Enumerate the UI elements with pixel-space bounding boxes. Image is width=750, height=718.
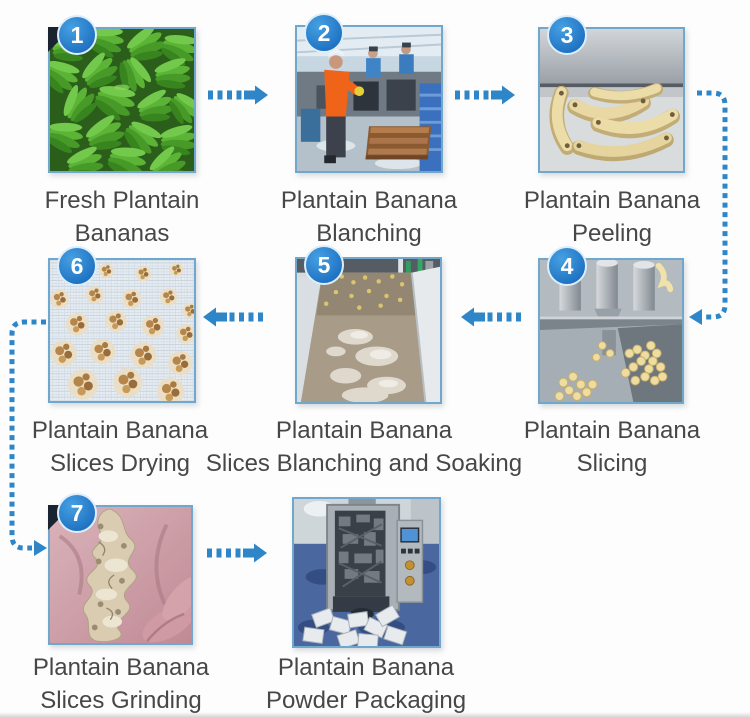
caption-line: Plantain Banana: [523, 187, 701, 214]
dashed-arrow-left-icon: [461, 307, 523, 327]
worker-back-1: [366, 46, 381, 78]
peeled-plantains-photo: [540, 29, 683, 171]
step-3-image: 3: [538, 15, 685, 173]
flow-connector-down-icon: [2, 310, 54, 560]
step-1-caption: Fresh Plantain Bananas: [45, 184, 200, 250]
step-8-caption: Plantain Banana Powder Packaging: [266, 651, 466, 717]
wooden-pallet: [365, 126, 432, 160]
dashed-arrow-right-icon: [453, 85, 515, 105]
dashed-arrow-right-icon: [205, 543, 267, 563]
step-2-image: 2: [295, 13, 443, 173]
worker-back-2: [399, 42, 414, 74]
flow-connector-down-icon: [686, 80, 736, 326]
blanching-soaking-tank-photo: [297, 259, 440, 402]
step-4-image: 4: [538, 246, 684, 404]
ground-paste-in-hand-photo: [50, 507, 191, 643]
step-number-badge: 1: [57, 15, 97, 55]
caption-line: Slices Grinding: [40, 687, 202, 714]
step-7-image: 7: [48, 493, 193, 645]
caption-line: Slices Drying: [49, 450, 191, 477]
control-screen: [400, 527, 420, 543]
step-number-badge: 4: [547, 246, 587, 286]
step-number-badge: 5: [304, 245, 344, 285]
step-8-image: [292, 497, 441, 648]
caption-line: Peeling: [571, 220, 653, 247]
step-6-image: 6: [48, 246, 196, 403]
caption-line: Bananas: [74, 220, 170, 247]
step-number-badge: 3: [547, 15, 587, 55]
caption-line: Plantain Banana: [32, 654, 210, 681]
step-5-caption: Plantain Banana Slices Blanching and Soa…: [206, 414, 522, 480]
caption-line: Plantain Banana: [523, 417, 701, 444]
step-2-caption: Plantain Banana Blanching: [281, 184, 457, 250]
step-5-image: 5: [295, 245, 442, 404]
dashed-arrow-right-icon: [206, 85, 268, 105]
caption-line: Plantain Banana: [275, 417, 453, 444]
caption-line: Slicing: [576, 450, 648, 477]
step-number-badge: 6: [57, 246, 97, 286]
caption-line: Slices Blanching and Soaking: [205, 450, 523, 477]
step-number-badge: 2: [304, 13, 344, 53]
step-7-caption: Plantain Banana Slices Grinding: [33, 651, 209, 717]
caption-line: Plantain Banana: [277, 654, 455, 681]
caption-line: Powder Packaging: [265, 687, 467, 714]
powder-sachets: [302, 604, 408, 646]
dashed-arrow-left-icon: [203, 307, 265, 327]
step-4-caption: Plantain Banana Slicing: [524, 414, 700, 480]
caption-line: Blanching: [316, 220, 422, 247]
step-6-caption: Plantain Banana Slices Drying: [32, 414, 208, 480]
step-number-badge: 7: [57, 493, 97, 533]
caption-line: Plantain Banana: [280, 187, 458, 214]
caption-line: Plantain Banana: [31, 417, 209, 444]
step-3-caption: Plantain Banana Peeling: [524, 184, 700, 250]
step-1-image: 1: [48, 15, 196, 173]
worker-orange-shirt: [324, 48, 365, 164]
caption-line: Fresh Plantain: [44, 187, 200, 214]
powder-packaging-machine-photo: [294, 499, 439, 646]
